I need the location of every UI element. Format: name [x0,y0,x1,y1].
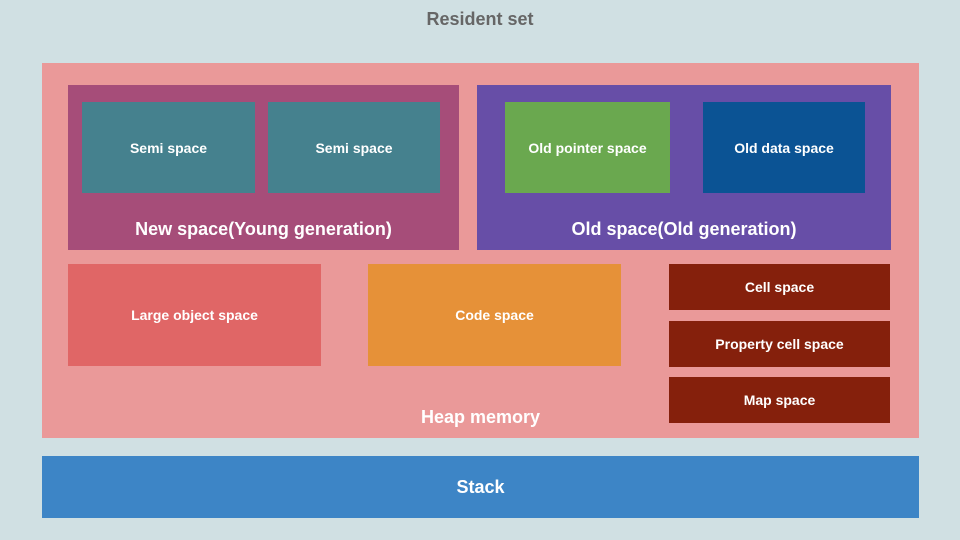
large-object-space-box: Large object space [68,264,321,366]
heap-memory-label: Heap memory [420,407,541,427]
semi-space-box-2: Semi space [268,102,440,193]
old-space-label: Old space(Old generation) [571,219,797,239]
new-space-label: New space(Young generation) [135,219,392,239]
old-data-space-box: Old data space [703,102,865,193]
semi-space-box-1: Semi space [82,102,255,193]
code-space-box: Code space [368,264,621,366]
stack-box: Stack [42,456,919,518]
diagram-title: Resident set [426,9,534,29]
map-space-box: Map space [669,377,890,423]
old-pointer-space-box: Old pointer space [505,102,670,193]
cell-space-box: Cell space [669,264,890,310]
property-cell-space-box: Property cell space [669,321,890,367]
